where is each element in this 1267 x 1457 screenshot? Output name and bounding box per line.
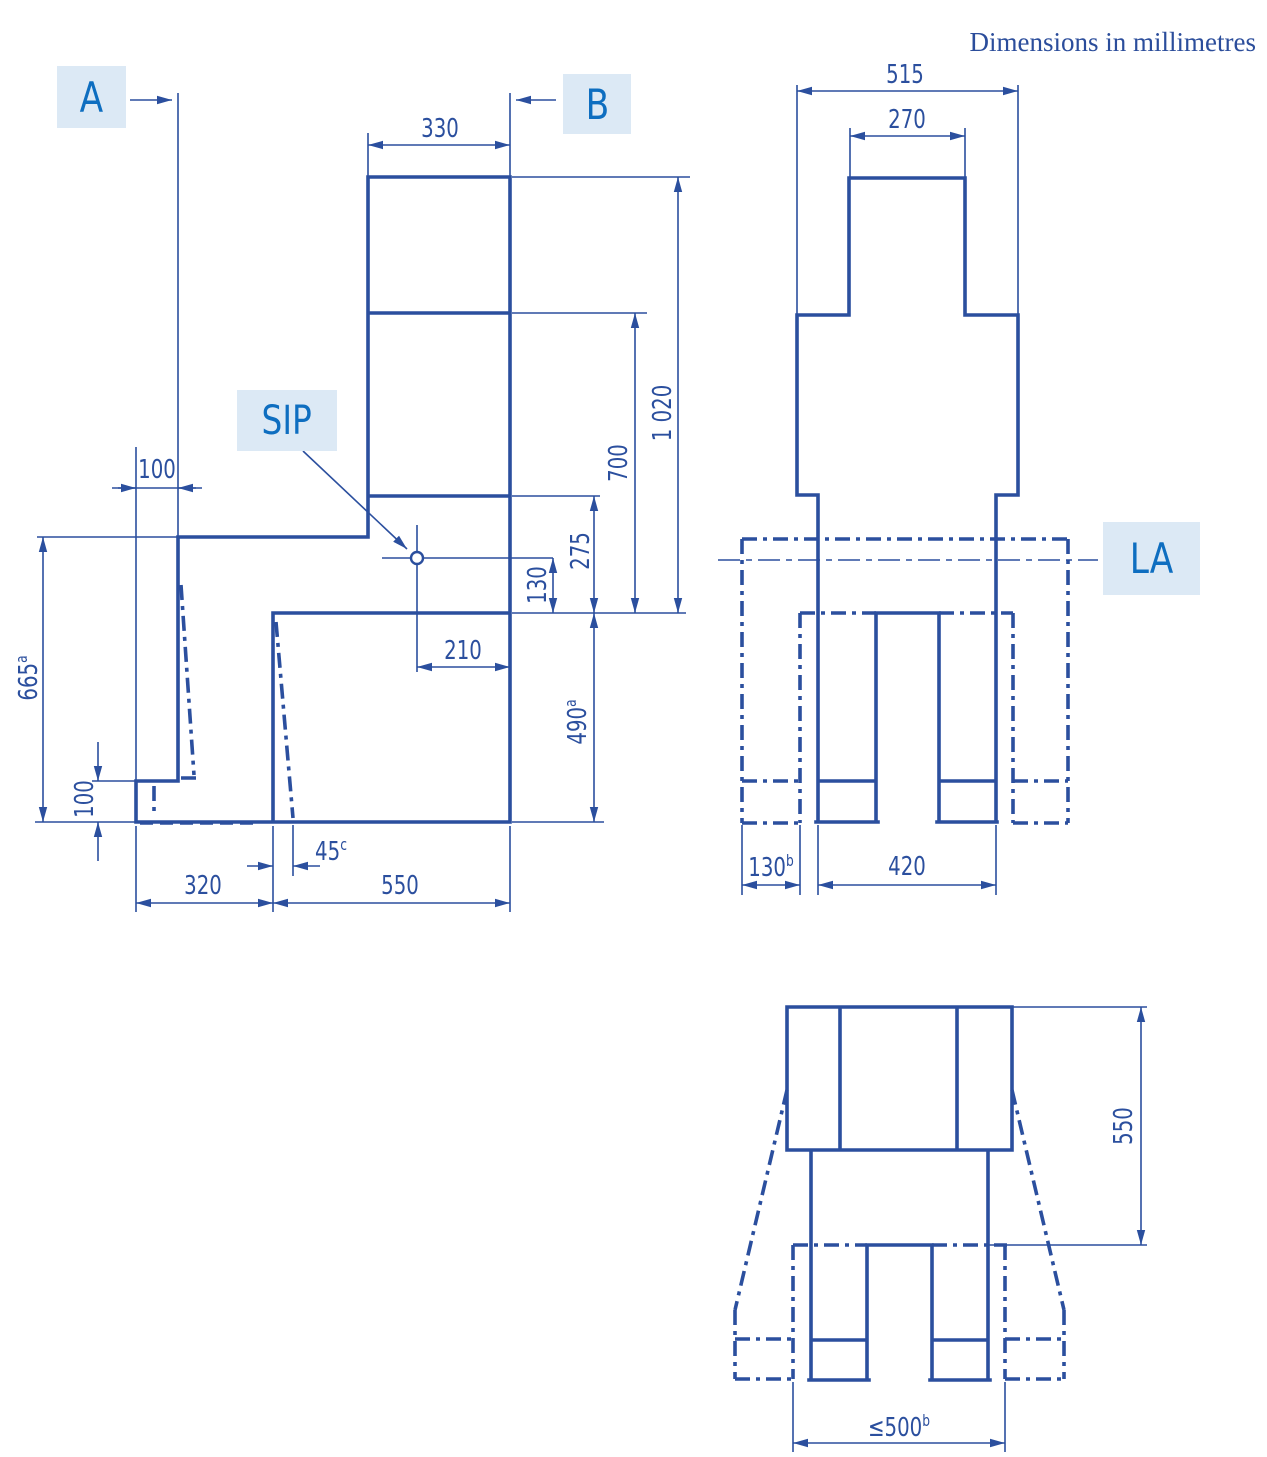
rear-view-outline bbox=[785, 1005, 1014, 1382]
section-label-b-text: B bbox=[585, 79, 609, 129]
sip-point bbox=[409, 550, 425, 566]
section-label-b: B bbox=[563, 74, 631, 134]
dim-text-490-sup: a bbox=[561, 699, 581, 707]
dim-text-320: 320 bbox=[184, 871, 222, 901]
sip-label: SIP bbox=[237, 390, 337, 451]
la-label: LA bbox=[1103, 522, 1200, 595]
dim-text-45-sup: c bbox=[340, 835, 347, 855]
dim-text-490: 490a bbox=[561, 699, 593, 745]
sip-leader-arrow bbox=[302, 450, 408, 550]
dim-text-130b-sup: b bbox=[785, 851, 794, 871]
rear-view bbox=[733, 1005, 1147, 1452]
side-view-outline bbox=[134, 175, 512, 824]
dim-text-700: 700 bbox=[604, 444, 634, 482]
dim-text-500: ≤500b bbox=[868, 1413, 930, 1441]
side-view-extension-lines bbox=[35, 93, 690, 912]
sip-label-text: SIP bbox=[261, 397, 313, 444]
front-view-outline bbox=[795, 176, 1020, 824]
dim-text-665-sup: a bbox=[12, 655, 32, 663]
dim-text-1020: 1 020 bbox=[648, 384, 678, 442]
dim-text-100-top: 100 bbox=[138, 455, 176, 485]
dim-text-550: 550 bbox=[381, 871, 419, 901]
section-label-a: A bbox=[57, 66, 126, 128]
dim-text-270: 270 bbox=[888, 105, 926, 135]
dim-text-665: 665a bbox=[12, 655, 44, 701]
dim-text-420: 420 bbox=[888, 852, 926, 882]
side-view bbox=[35, 93, 690, 912]
dim-text-275: 275 bbox=[566, 532, 596, 570]
rear-view-extension-lines bbox=[792, 1006, 1147, 1452]
front-view-wheelchair-phantom bbox=[740, 537, 1070, 825]
dim-text-210: 210 bbox=[444, 636, 482, 666]
rear-view-wheelchair-phantom bbox=[733, 1089, 1066, 1381]
dim-text-500-value: ≤500 bbox=[867, 1412, 923, 1443]
dim-text-665-value: 665 bbox=[13, 662, 44, 701]
side-view-phantom-lines bbox=[152, 584, 295, 819]
dim-text-500-sup: b bbox=[922, 1411, 931, 1431]
dim-text-130b-value: 130 bbox=[748, 852, 786, 883]
dim-text-130: 130 bbox=[523, 566, 553, 604]
la-label-text: LA bbox=[1129, 534, 1174, 583]
dim-text-330: 330 bbox=[421, 114, 459, 144]
section-label-a-text: A bbox=[79, 72, 104, 122]
front-view bbox=[718, 85, 1098, 895]
dim-text-45-value: 45 bbox=[315, 836, 341, 867]
dim-text-550-rear: 550 bbox=[1109, 1107, 1139, 1145]
dim-text-490-value: 490 bbox=[562, 706, 593, 745]
front-view-extension-lines bbox=[741, 85, 1019, 895]
dim-text-45: 45c bbox=[315, 837, 347, 865]
dim-text-130b: 130b bbox=[748, 853, 794, 881]
dim-text-100-bottom: 100 bbox=[70, 780, 100, 818]
units-note: Dimensions in millimetres bbox=[969, 27, 1256, 57]
dim-text-515: 515 bbox=[886, 60, 924, 90]
